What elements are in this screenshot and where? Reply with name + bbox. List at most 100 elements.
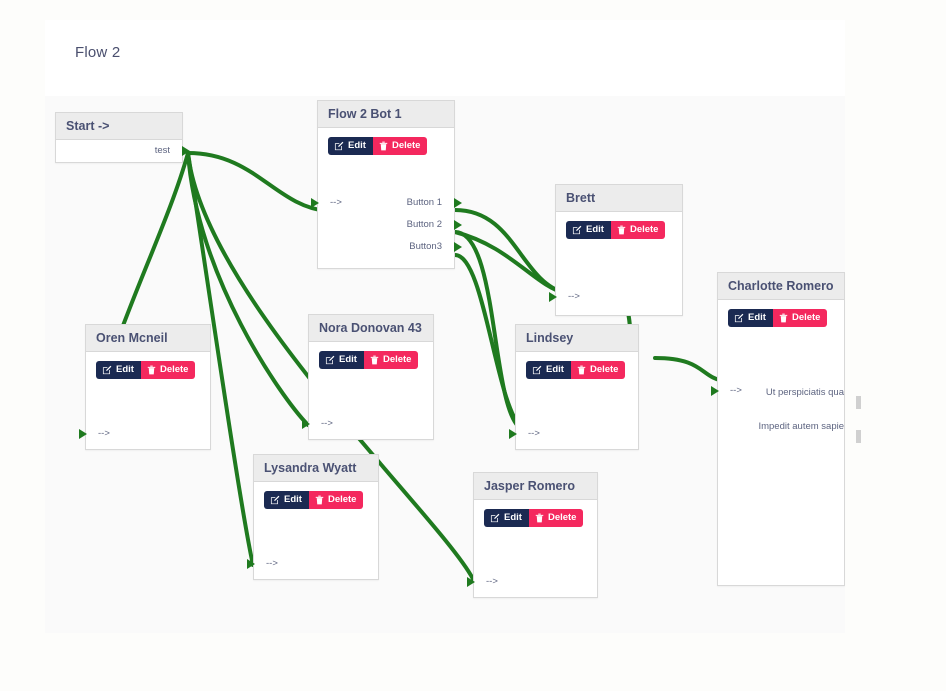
port-arrow-icon — [79, 429, 87, 439]
output-port-text-1[interactable]: Ut perspiciatis qua — [718, 380, 861, 409]
node-nora-donovan-43[interactable]: Nora Donovan 43 Edit Delete — [302, 314, 434, 440]
node-charlotte-romero[interactable]: Charlotte Romero Edit Delete — [711, 272, 861, 586]
node-actions: Edit Delete — [728, 309, 828, 327]
edit-button-label: Edit — [339, 354, 357, 366]
node-body: Edit Delete --> — [302, 342, 433, 435]
delete-button-label: Delete — [791, 312, 821, 324]
wire-button3-to-lindsey — [453, 253, 525, 432]
edit-button-label: Edit — [284, 494, 302, 506]
port-label: --> — [266, 558, 278, 569]
ports: --> Button 1 Button 2 Button3 — [311, 192, 462, 268]
input-port[interactable]: --> — [247, 553, 378, 575]
node-title: Lysandra Wyatt — [254, 455, 378, 482]
delete-button[interactable]: Delete — [363, 351, 419, 369]
node-jasper-romero[interactable]: Jasper Romero Edit Delete — [467, 472, 598, 598]
node-body: Edit Delete --> — [509, 352, 638, 445]
page-title: Flow 2 — [75, 44, 121, 61]
node-title: Brett — [556, 185, 682, 212]
delete-button[interactable]: Delete — [570, 361, 626, 379]
edit-button-label: Edit — [504, 512, 522, 524]
output-port-test[interactable]: test — [56, 140, 190, 162]
port-label: --> — [330, 197, 342, 208]
node-actions: Edit Delete — [484, 509, 584, 527]
wire-button2-to-lindsey — [453, 230, 525, 432]
output-port-button-1[interactable]: Button 1 — [318, 192, 462, 214]
node-title: Charlotte Romero — [718, 273, 844, 300]
edit-button[interactable]: Edit — [484, 509, 529, 527]
trash-icon — [379, 141, 388, 151]
port-label: --> — [730, 385, 742, 396]
node-oren-mcneil[interactable]: Oren Mcneil Edit Delete — [79, 324, 211, 450]
edit-button[interactable]: Edit — [319, 351, 364, 369]
edit-button-label: Edit — [546, 364, 564, 376]
delete-button-label: Delete — [629, 224, 659, 236]
output-port-button-2[interactable]: Button 2 — [318, 214, 462, 236]
edit-button[interactable]: Edit — [566, 221, 611, 239]
port-handle-icon — [856, 396, 861, 409]
flow-canvas[interactable]: Start -> test Flow 2 Bot 1 — [45, 96, 861, 633]
node-body: Edit Delete - — [311, 128, 462, 268]
port-arrow-icon — [311, 198, 319, 208]
delete-button-label: Delete — [547, 512, 577, 524]
input-port[interactable]: --> — [711, 380, 790, 402]
delete-button[interactable]: Delete — [372, 137, 428, 155]
edit-button[interactable]: Edit — [96, 361, 141, 379]
delete-button[interactable]: Delete — [772, 309, 828, 327]
trash-icon — [147, 365, 156, 375]
edit-button[interactable]: Edit — [328, 137, 373, 155]
port-arrow-icon — [302, 419, 310, 429]
edit-pencil-square-icon — [334, 141, 344, 151]
wire-start-to-flow2bot1 — [186, 151, 329, 213]
node-title: Jasper Romero — [474, 473, 597, 500]
node-lysandra-wyatt[interactable]: Lysandra Wyatt Edit Delete — [247, 454, 379, 580]
input-port[interactable]: --> — [311, 192, 390, 214]
delete-button-label: Delete — [391, 140, 421, 152]
node-title: Flow 2 Bot 1 — [318, 101, 454, 128]
ports: --> — [549, 286, 682, 308]
edit-button-label: Edit — [748, 312, 766, 324]
port-label: Button 1 — [406, 197, 442, 208]
edit-button[interactable]: Edit — [264, 491, 309, 509]
ports: --> — [79, 423, 210, 445]
delete-button-label: Delete — [159, 364, 189, 376]
node-title: Start -> — [56, 113, 182, 140]
port-label: --> — [568, 291, 580, 302]
port-label: --> — [528, 428, 540, 439]
ports: --> Ut perspiciatis qua Impedit autem sa… — [711, 380, 861, 443]
wire-button2-to-brett — [453, 230, 567, 295]
edit-pencil-square-icon — [572, 225, 582, 235]
edit-pencil-square-icon — [490, 513, 500, 523]
port-arrow-icon — [549, 292, 557, 302]
input-port[interactable]: --> — [302, 413, 433, 435]
input-port[interactable]: --> — [467, 571, 597, 593]
trash-icon — [315, 495, 324, 505]
input-port[interactable]: --> — [79, 423, 210, 445]
port-label: --> — [321, 418, 333, 429]
edit-pencil-square-icon — [532, 365, 542, 375]
output-port-button-3[interactable]: Button3 — [318, 236, 462, 258]
node-body: Edit Delete --> — [79, 352, 210, 445]
delete-button[interactable]: Delete — [610, 221, 666, 239]
node-title: Lindsey — [516, 325, 638, 352]
trash-icon — [370, 355, 379, 365]
port-label: Impedit autem sapie — [758, 420, 844, 432]
input-port[interactable]: --> — [549, 286, 682, 308]
node-body: Edit Delete --> — [467, 500, 597, 593]
delete-button[interactable]: Delete — [528, 509, 584, 527]
delete-button-label: Delete — [589, 364, 619, 376]
delete-button[interactable]: Delete — [140, 361, 196, 379]
node-flow2bot1[interactable]: Flow 2 Bot 1 Edit — [311, 100, 462, 269]
node-brett[interactable]: Brett Edit Delete — [549, 184, 683, 316]
edit-button[interactable]: Edit — [526, 361, 571, 379]
port-arrow-icon — [467, 577, 475, 587]
edit-pencil-square-icon — [325, 355, 335, 365]
output-port-text-2[interactable]: Impedit autem sapie — [718, 414, 861, 443]
input-port[interactable]: --> — [509, 423, 638, 445]
delete-button[interactable]: Delete — [308, 491, 364, 509]
node-body: test — [56, 140, 190, 162]
node-start[interactable]: Start -> test — [55, 112, 190, 163]
node-lindsey[interactable]: Lindsey Edit Delete — [509, 324, 639, 450]
edit-button[interactable]: Edit — [728, 309, 773, 327]
port-label: Ut perspiciatis qua — [765, 387, 844, 398]
